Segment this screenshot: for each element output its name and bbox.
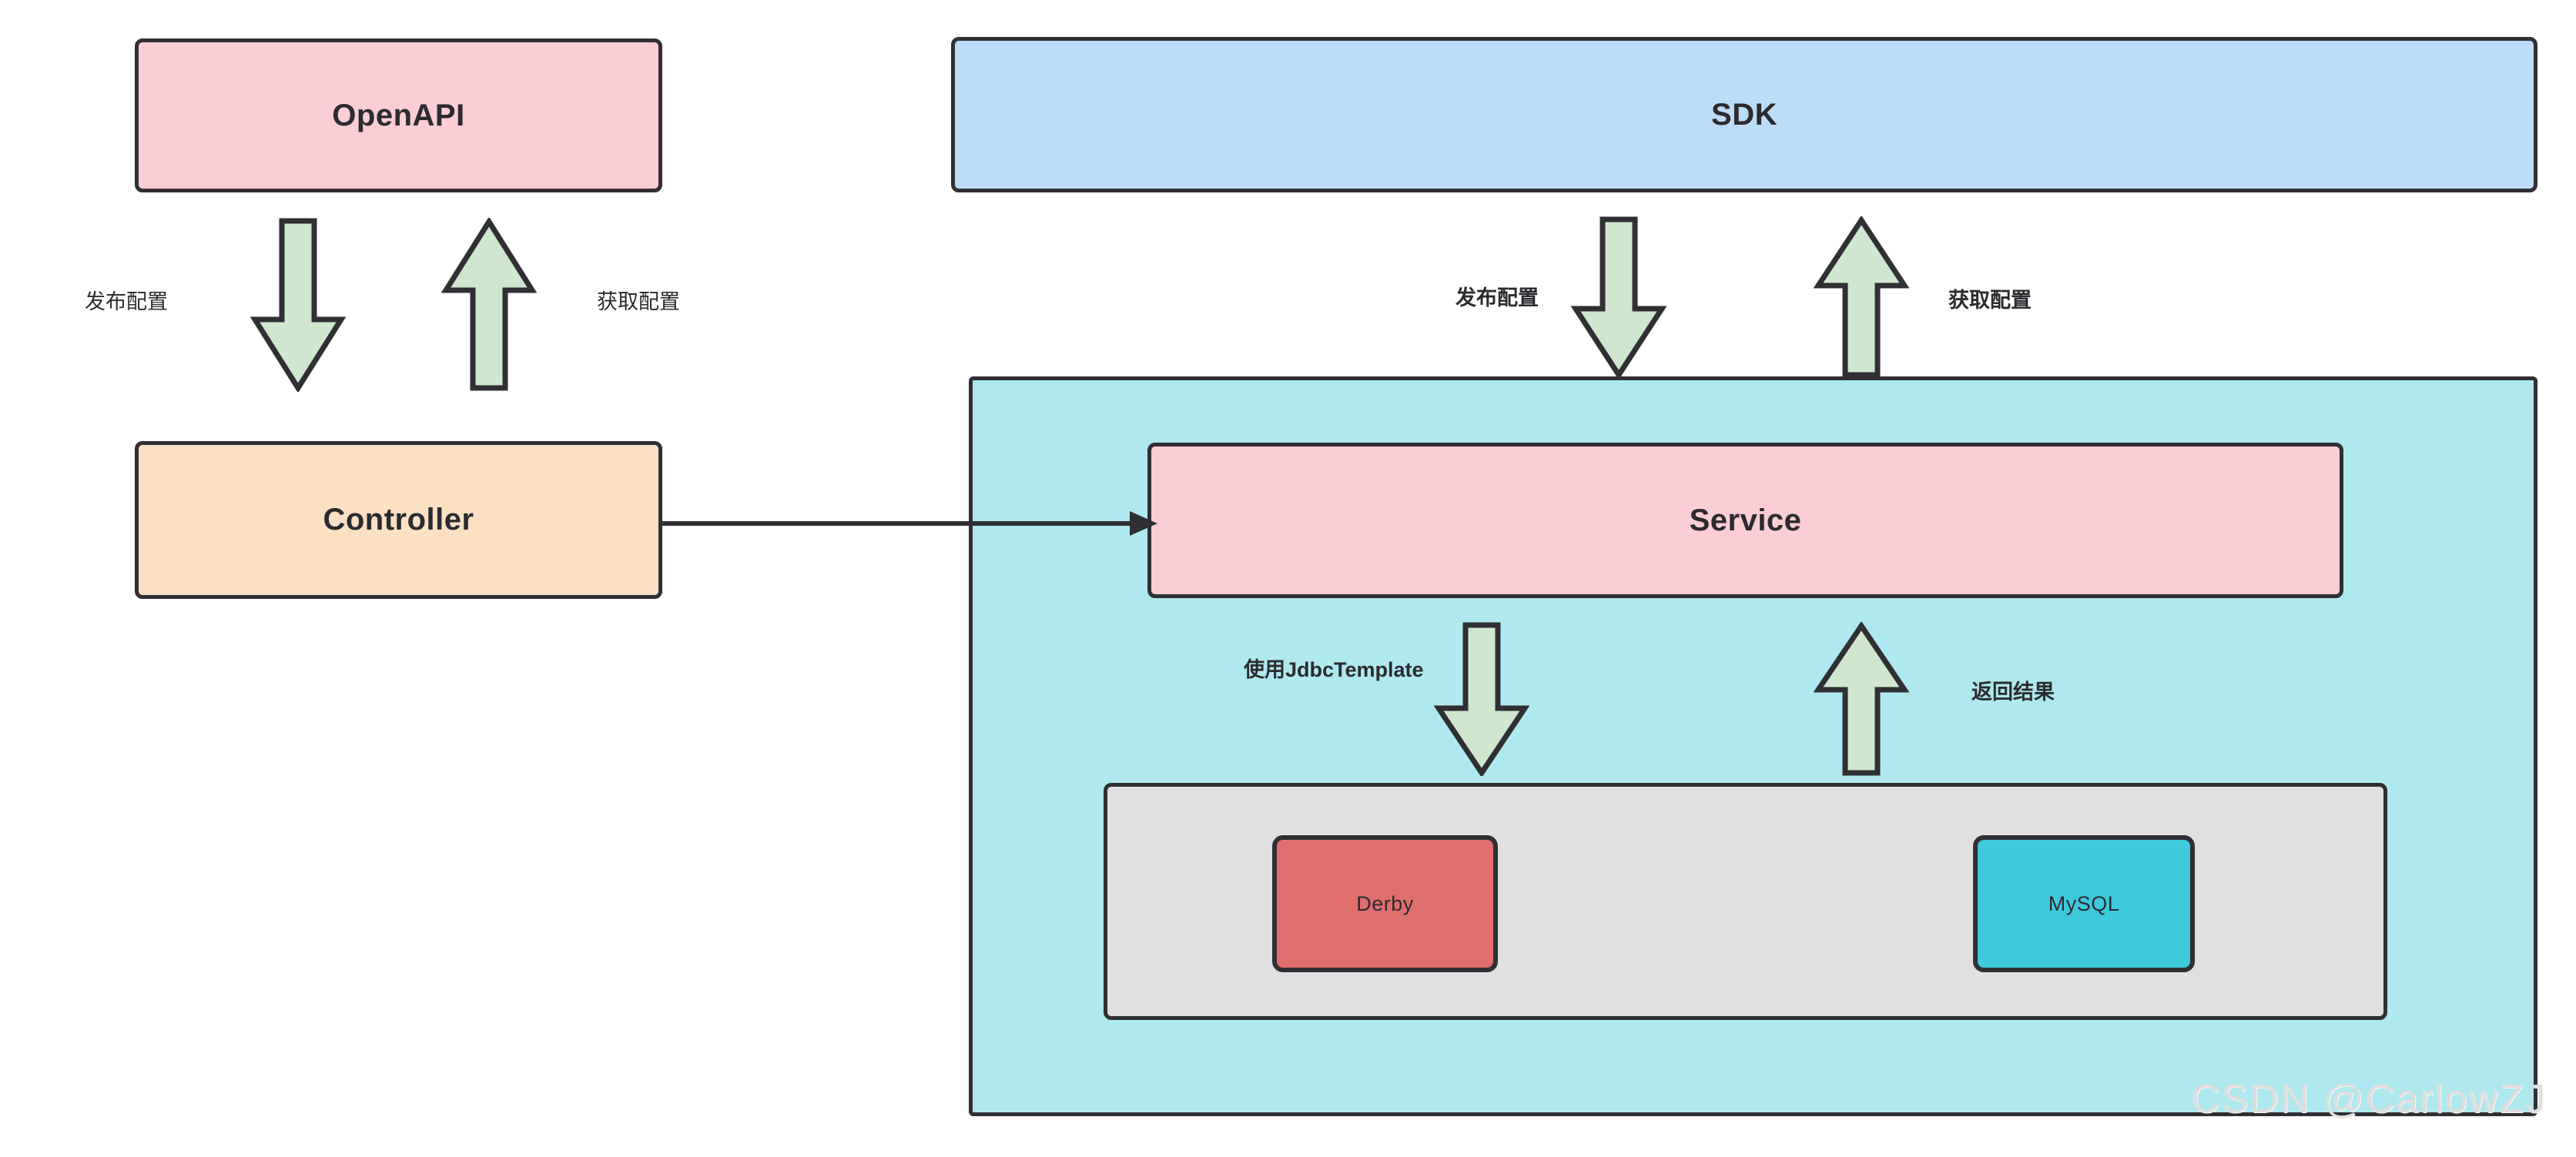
node-openapi[interactable]: OpenAPI xyxy=(135,38,662,192)
edge-label-publish-config-left: 发布配置 xyxy=(85,290,168,313)
node-mysql-label: MySQL xyxy=(2048,891,2120,915)
node-sdk-label: SDK xyxy=(1711,97,1777,132)
node-controller-label: Controller xyxy=(323,503,474,537)
arrow-down-sdk-to-service xyxy=(1571,216,1667,378)
node-mysql[interactable]: MySQL xyxy=(1973,835,2195,972)
node-sdk[interactable]: SDK xyxy=(951,37,2537,192)
node-derby[interactable]: Derby xyxy=(1272,835,1498,972)
edge-label-fetch-config-right: 获取配置 xyxy=(1948,289,2032,312)
arrow-up-database-to-service xyxy=(1814,622,1909,776)
edge-label-publish-config-right: 发布配置 xyxy=(1455,286,1539,309)
edge-label-use-jdbc-template: 使用JdbcTemplate xyxy=(1244,658,1424,681)
edge-label-fetch-config-left: 获取配置 xyxy=(597,290,680,313)
node-service-label: Service xyxy=(1689,503,1802,537)
arrow-down-openapi-to-controller xyxy=(250,218,346,392)
node-service[interactable]: Service xyxy=(1147,443,2343,598)
edge-label-return-result: 返回结果 xyxy=(1971,680,2055,704)
node-derby-label: Derby xyxy=(1356,891,1414,915)
connector-controller-to-service xyxy=(658,511,1157,536)
node-openapi-label: OpenAPI xyxy=(332,98,465,132)
arrow-up-controller-to-openapi xyxy=(441,218,537,391)
arrow-up-service-to-sdk xyxy=(1814,216,1909,378)
node-controller[interactable]: Controller xyxy=(135,441,662,599)
arrow-down-service-to-database xyxy=(1434,622,1529,776)
